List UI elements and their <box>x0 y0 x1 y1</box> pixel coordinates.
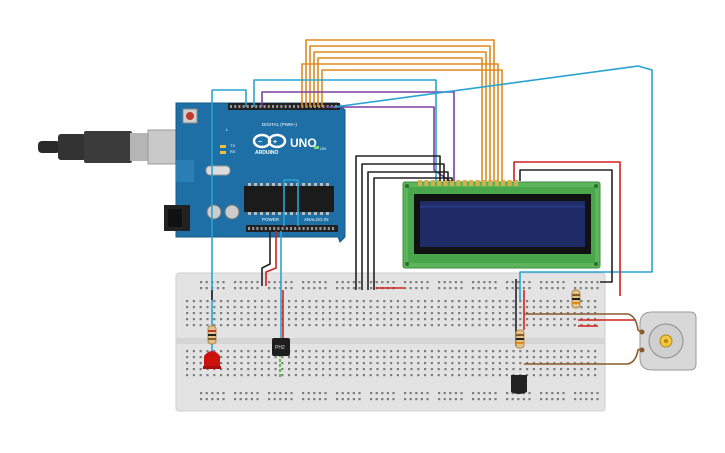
ph2-sensor: PH2 <box>272 338 290 356</box>
wire-blue-3 <box>212 89 247 107</box>
sensor-label: PH2 <box>275 345 285 351</box>
lcd-display-16x2 <box>402 180 601 269</box>
wire-black-3 <box>367 171 449 290</box>
red-led <box>203 351 221 369</box>
wire-brown-2 <box>524 345 647 365</box>
svg-text:+: + <box>273 139 277 146</box>
dc-motor <box>639 311 697 371</box>
lcd-screen <box>420 201 585 247</box>
breadboard <box>175 272 606 412</box>
led-resistor <box>207 325 217 345</box>
tx-label: TX <box>230 143 235 148</box>
power-analog-header-pins <box>248 227 334 230</box>
transistor-resistor <box>515 329 525 349</box>
lcd-pin-header <box>418 180 518 186</box>
digital-header-label: DIGITAL (PWM~) <box>262 122 297 127</box>
wire-red-lcd-vcc <box>513 161 621 296</box>
wire-orange-1 <box>305 39 495 181</box>
wire-orange-5 <box>301 63 499 181</box>
wire-blue-4 <box>283 179 299 226</box>
wire-black-gnd <box>261 231 271 286</box>
usb-cable <box>38 129 189 165</box>
arduino-uno-board: − + UNO ARDUINO DIGITAL (PWM~) TX RX L O… <box>164 102 346 243</box>
board-brand-label: ARDUINO <box>255 150 278 156</box>
npn-transistor <box>511 375 527 394</box>
wire-orange-6 <box>321 69 503 181</box>
wire-orange-4 <box>317 57 483 181</box>
wires <box>211 39 653 378</box>
pot-resistor <box>571 289 581 309</box>
wire-brown-1 <box>524 313 647 337</box>
rx-label: RX <box>230 149 236 154</box>
board-model-label: UNO <box>290 136 317 150</box>
wire-purple-1 <box>261 91 455 181</box>
wire-blue-1 <box>253 79 437 181</box>
on-led-label: ON <box>320 146 326 151</box>
breadboard-holes <box>186 300 597 377</box>
power-header-label: POWER <box>262 217 280 222</box>
wire-black-1 <box>355 155 441 290</box>
svg-text:−: − <box>258 139 262 146</box>
atmega-chip <box>244 186 334 212</box>
wire-black-4 <box>373 177 453 290</box>
analog-header-label: ANALOG IN <box>304 217 329 222</box>
wire-blue-2 <box>333 65 653 300</box>
wire-purple-2 <box>326 106 451 182</box>
l-led-label: L <box>226 127 229 132</box>
arduino-logo: − + <box>252 133 287 149</box>
reset-button[interactable] <box>186 112 194 120</box>
wire-black-lcd-gnd <box>519 169 613 283</box>
wire-orange-2 <box>309 45 491 181</box>
wire-red-vcc <box>265 231 277 286</box>
